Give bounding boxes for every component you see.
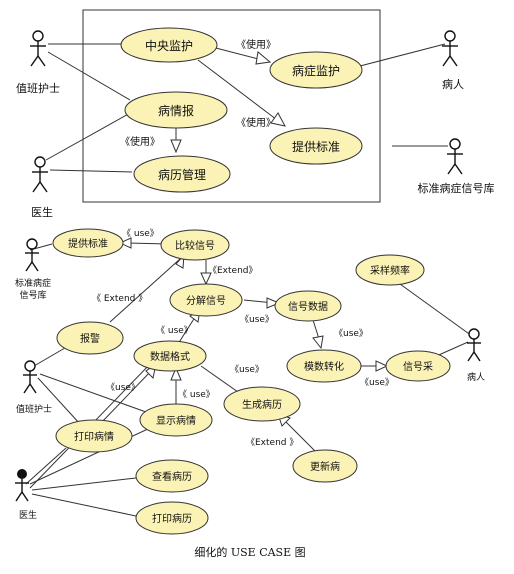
- actor-label-standard-library: 标准病症信号库: [418, 181, 495, 195]
- usecase-condition-report: 病情报: [124, 91, 228, 129]
- usecase-signal-data: 信号数据: [274, 290, 342, 322]
- actor-patient: [442, 30, 458, 67]
- stereotype-label: 《Extend 》: [246, 437, 298, 448]
- top-arrowheads: [170, 51, 286, 154]
- usecase-compare-signal: 比较信号: [160, 229, 230, 261]
- stereotype-label: 《use》: [240, 314, 274, 325]
- actor-patient-2: [467, 328, 481, 362]
- usecase-symptom-monitor: 病症监护: [269, 51, 363, 89]
- usecase-label: 报警: [80, 332, 100, 345]
- usecase-provide-standard: 提供标准: [269, 127, 363, 165]
- usecase-label: 打印病历: [152, 512, 192, 525]
- usecase-central-monitor: 中央监护: [120, 27, 218, 63]
- usecase-label: 病症监护: [292, 63, 340, 78]
- stereotype-label: 《use》: [230, 364, 264, 375]
- use-label: 《使用》: [236, 38, 276, 51]
- actor-label-standard-library-line1: 标准病症: [15, 277, 51, 289]
- use-label: 《使用》: [236, 116, 276, 129]
- bottom-connectors: [25, 242, 473, 517]
- usecase-label: 中央监护: [145, 38, 193, 53]
- top-connectors: [45, 43, 448, 173]
- usecase-label: 打印病情: [74, 430, 114, 443]
- stereotype-label: 《 use》: [178, 389, 215, 400]
- usecase-decompose-signal: 分解信号: [169, 283, 243, 317]
- stereotype-label: 《Extend》: [208, 265, 258, 276]
- actor-nurse-2: [23, 360, 37, 394]
- actor-label-nurse-2: 值班护士: [16, 403, 52, 415]
- usecase-generate-record: 生成病历: [223, 386, 301, 422]
- actor-standard-library-2: [25, 238, 39, 272]
- stereotype-label: 《 Extend 》: [92, 293, 147, 304]
- actor-label-doctor: 医生: [31, 205, 53, 219]
- actor-standard-library: [447, 138, 463, 175]
- usecase-label: 提供标准: [68, 237, 108, 250]
- stereotype-label: 《use》: [360, 377, 394, 388]
- usecase-label: 采样频率: [370, 264, 410, 277]
- usecase-label: 更新病: [310, 460, 340, 473]
- usecase-analog-conversion: 模数转化: [286, 349, 362, 383]
- stereotype-label: 《 use》: [156, 325, 193, 336]
- usecase-label: 信号采: [403, 361, 433, 373]
- system-boundary: [82, 9, 381, 203]
- stereotype-label: 《 use》: [122, 228, 159, 239]
- usecase-view-record: 查看病历: [135, 459, 209, 493]
- stereotype-label: 《use》: [106, 382, 140, 393]
- usecase-label: 模数转化: [304, 360, 344, 373]
- actor-label-patient: 病人: [442, 77, 464, 91]
- usecase-alarm: 报警: [56, 321, 124, 355]
- actor-label-doctor-2: 医生: [19, 509, 37, 521]
- usecase-data-format: 数据格式: [133, 340, 207, 372]
- usecase-label: 数据格式: [150, 350, 190, 363]
- use-label: 《使用》: [120, 135, 160, 148]
- usecase-print-record: 打印病历: [135, 501, 209, 535]
- usecase-show-condition: 显示病情: [139, 403, 213, 437]
- usecase-label: 比较信号: [175, 239, 215, 252]
- usecase-label: 分解信号: [186, 294, 226, 307]
- usecase-label: 信号数据: [288, 300, 328, 313]
- usecase-record-management: 病历管理: [133, 155, 231, 193]
- actor-doctor-2: [15, 469, 29, 502]
- usecase-sample-rate: 采样频率: [355, 254, 425, 286]
- actor-label-standard-library-line2: 信号库: [19, 289, 46, 301]
- usecase-label: 提供标准: [292, 139, 340, 154]
- usecase-print-condition: 打印病情: [55, 419, 133, 453]
- actor-label-nurse: 值班护士: [16, 81, 60, 95]
- usecase-label: 病历管理: [158, 167, 206, 182]
- usecase-update-record: 更新病: [292, 449, 358, 483]
- figure-caption: 细化的 USE CASE 图: [194, 545, 305, 559]
- stereotype-label: 《use》: [334, 328, 368, 339]
- usecase-label: 病情报: [158, 103, 194, 118]
- usecase-label: 生成病历: [242, 398, 282, 411]
- usecase-signal-sampling: 信号采: [385, 350, 451, 382]
- actor-nurse: [30, 30, 46, 67]
- actor-label-patient-2: 病人: [467, 371, 485, 383]
- usecase-label: 显示病情: [156, 414, 196, 427]
- usecase-label: 查看病历: [152, 470, 192, 483]
- usecase-provide-standard-2: 提供标准: [52, 228, 124, 258]
- actor-doctor: [32, 156, 48, 193]
